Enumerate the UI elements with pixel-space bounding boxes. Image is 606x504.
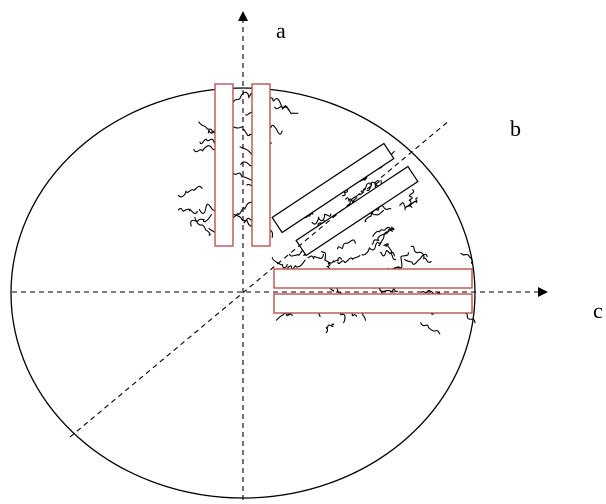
fiber-scribble [270, 98, 289, 110]
fiber-scribble [326, 324, 333, 332]
vertical-strip-left [215, 84, 233, 246]
axis-label-c: c [593, 298, 603, 323]
fiber-scribble [277, 313, 293, 320]
axis-label-a: a [276, 18, 286, 43]
fiber-scribble [421, 323, 440, 334]
fiber-scribble [380, 289, 398, 292]
fiber-scribble [178, 208, 197, 213]
horizontal-strip-group [274, 269, 472, 313]
diagonal-strip-group [272, 144, 418, 256]
horizontal-strip-top [274, 269, 472, 288]
fiber-scribble [191, 215, 212, 227]
fiber-scribble [391, 253, 409, 270]
axis-label-b: b [510, 116, 521, 141]
fiber-scribble [338, 240, 356, 249]
fiber-scribble [308, 255, 324, 260]
fiber-scribble [411, 246, 431, 262]
horizontal-strip-bottom [274, 294, 472, 313]
fiber-scribble [362, 242, 381, 255]
vertical-strip-right [252, 84, 270, 246]
fiber-scribble [178, 186, 202, 197]
